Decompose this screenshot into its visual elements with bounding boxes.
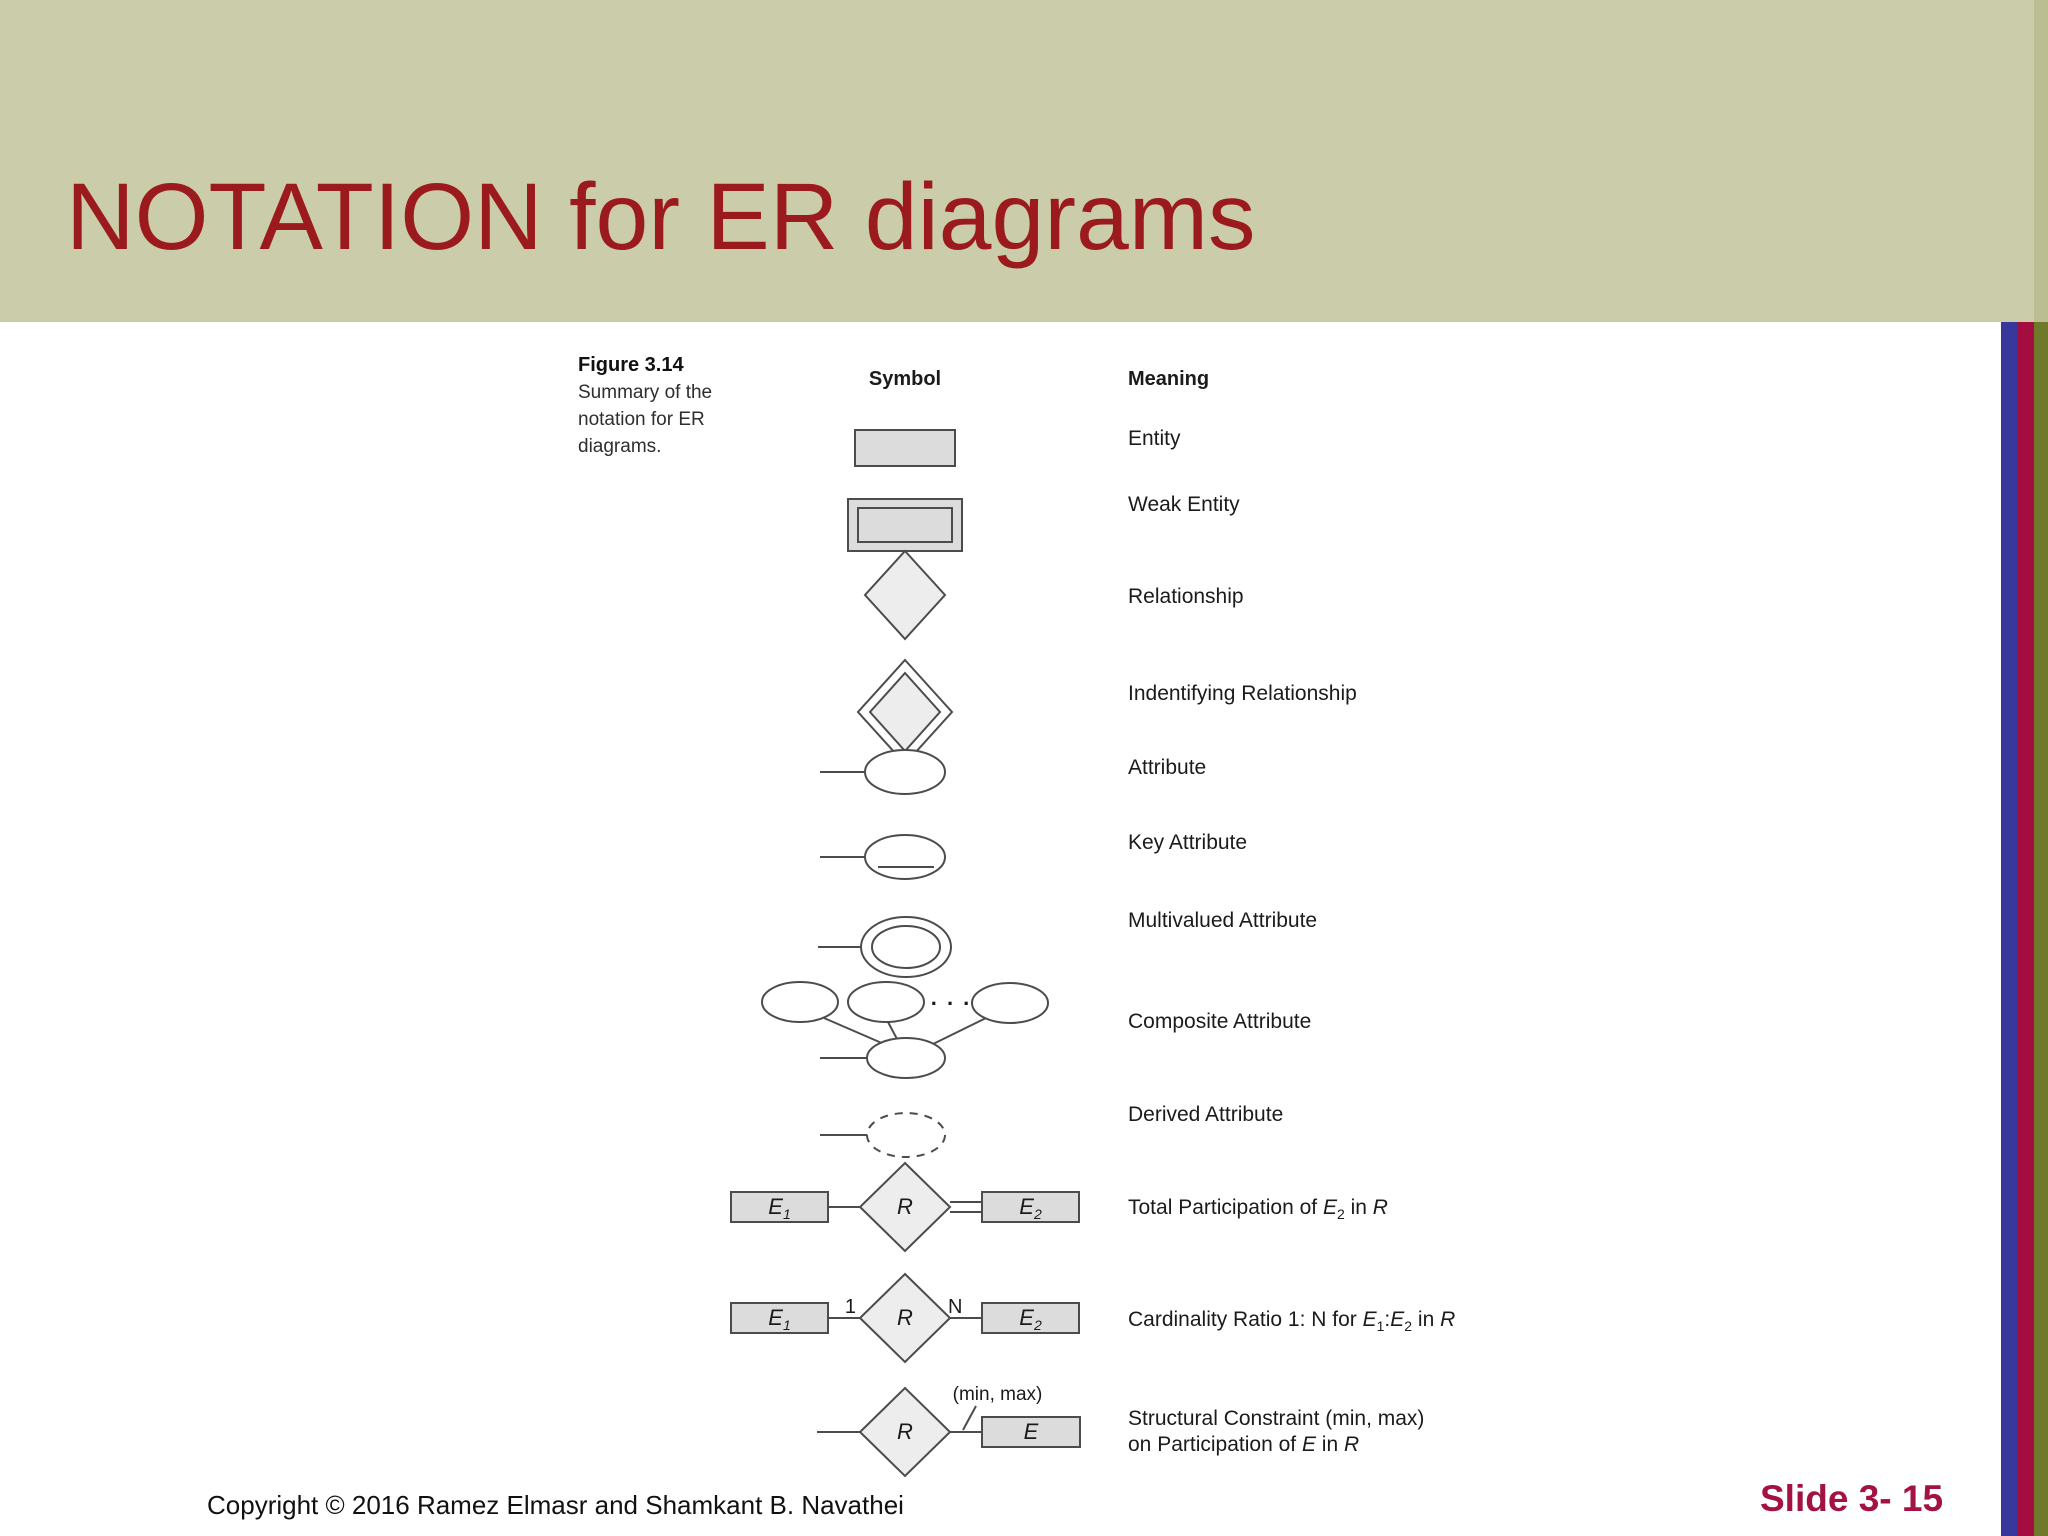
structural-constraint-symbol: [817, 1386, 1081, 1478]
figure-caption-title: Figure 3.14: [578, 354, 684, 376]
meaning-text: on Participation of: [1128, 1433, 1302, 1456]
meaning-text: in: [1315, 1433, 1344, 1456]
cardinality-one-label: 1: [844, 1296, 856, 1318]
meaning-var-e1-sub: 1: [1376, 1318, 1385, 1335]
meaning-var-e2: E: [1322, 1196, 1337, 1219]
relationship-r-label-cardinality: R: [897, 1305, 913, 1330]
cardinality-ratio-symbol: [730, 1272, 1080, 1364]
entity-symbol: [854, 429, 956, 467]
meaning-text: in: [1412, 1308, 1441, 1331]
meaning-total-participation: Total Participation of E2 in R: [1128, 1195, 1388, 1227]
page-title: NOTATION for ER diagrams: [66, 164, 1256, 270]
stripe-blue-bar: [2001, 322, 2017, 1536]
cardinality-n-label: N: [948, 1296, 963, 1318]
meaning-var-r: R: [1372, 1196, 1388, 1219]
meaning-identifying-relationship: Indentifying Relationship: [1128, 682, 1357, 705]
stripe-olive-bar: [2034, 322, 2048, 1536]
relationship-r-label-structural: R: [897, 1419, 913, 1444]
meaning-text: Cardinality Ratio 1: N for: [1128, 1308, 1363, 1331]
relationship-r-label-total: R: [897, 1194, 913, 1219]
meaning-var-e1: E: [1362, 1308, 1377, 1331]
meaning-var-e2-sub: 2: [1336, 1206, 1345, 1223]
figure-caption-line: Summary of the: [578, 382, 713, 403]
composite-ellipsis-dots: . . .: [930, 985, 972, 1010]
meaning-multivalued-attribute: Multivalued Attribute: [1128, 909, 1318, 932]
meaning-text: :: [1384, 1308, 1391, 1331]
figure-caption-line: notation for ER: [578, 409, 705, 430]
symbol-column-header: Symbol: [868, 368, 942, 390]
meaning-structural-line1: Structural Constraint (min, max): [1128, 1407, 1425, 1430]
entity-e1-label-total: E1: [731, 1192, 828, 1222]
meaning-key-attribute: Key Attribute: [1128, 831, 1248, 854]
meaning-derived-attribute: Derived Attribute: [1128, 1103, 1284, 1126]
meaning-var-r: R: [1440, 1308, 1456, 1331]
figure-caption-line: diagrams.: [578, 436, 662, 457]
meaning-var-e: E: [1301, 1433, 1316, 1456]
meaning-attribute: Attribute: [1128, 756, 1207, 779]
copyright-text: Copyright © 2016 Ramez Elmasr and Shamka…: [207, 1490, 904, 1520]
figure-caption: Figure 3.14 Summary of the notation for …: [578, 352, 712, 460]
entity-e2-label-cardinality: E2: [982, 1303, 1079, 1333]
meaning-composite-attribute: Composite Attribute: [1128, 1010, 1312, 1033]
meaning-cardinality-ratio: Cardinality Ratio 1: N for E1:E2 in R: [1128, 1307, 1455, 1339]
title-banner: NOTATION for ER diagrams: [0, 0, 2048, 322]
banner-stripe-shade: [2034, 0, 2048, 322]
var-e-sub: 1: [782, 1317, 791, 1333]
stripe-maroon-bar: [2017, 322, 2034, 1536]
weak-entity-symbol: [847, 498, 963, 552]
entity-e2-label-total: E2: [982, 1192, 1079, 1222]
meaning-var-e2: E: [1390, 1308, 1405, 1331]
slide-number: Slide 3- 15: [1760, 1478, 1944, 1519]
var-e: E: [1019, 1194, 1034, 1219]
var-e: E: [1019, 1305, 1034, 1330]
relationship-symbol: [863, 549, 947, 641]
entity-e1-label-cardinality: E1: [731, 1303, 828, 1333]
attribute-symbol: [820, 749, 946, 795]
composite-attribute-symbol: [761, 981, 1049, 1079]
total-participation-symbol: [730, 1161, 1080, 1253]
min-max-label: (min, max): [952, 1384, 1043, 1405]
var-e-sub: 2: [1033, 1206, 1042, 1222]
meaning-column-header: Meaning: [1128, 368, 1210, 390]
meaning-var-r: R: [1343, 1433, 1360, 1456]
meaning-var-e2-sub: 2: [1404, 1318, 1413, 1335]
var-e: E: [768, 1194, 783, 1219]
entity-e-label-structural: E: [1023, 1419, 1039, 1444]
meaning-text: in: [1344, 1196, 1373, 1219]
meaning-weak-entity: Weak Entity: [1128, 493, 1240, 516]
var-e: E: [768, 1305, 783, 1330]
meaning-structural-constraint: Structural Constraint (min, max) on Part…: [1128, 1406, 1424, 1458]
meaning-entity: Entity: [1128, 427, 1181, 450]
meaning-structural-line2: on Participation of E in R: [1128, 1432, 1424, 1458]
multivalued-attribute-symbol: [818, 916, 952, 978]
key-attribute-symbol: [820, 834, 946, 880]
meaning-relationship: Relationship: [1128, 585, 1244, 608]
derived-attribute-symbol: [820, 1112, 946, 1158]
var-e-sub: 1: [782, 1206, 791, 1222]
var-e-sub: 2: [1033, 1317, 1042, 1333]
meaning-text: Total Participation of: [1128, 1196, 1323, 1219]
identifying-relationship-symbol: [856, 658, 954, 766]
